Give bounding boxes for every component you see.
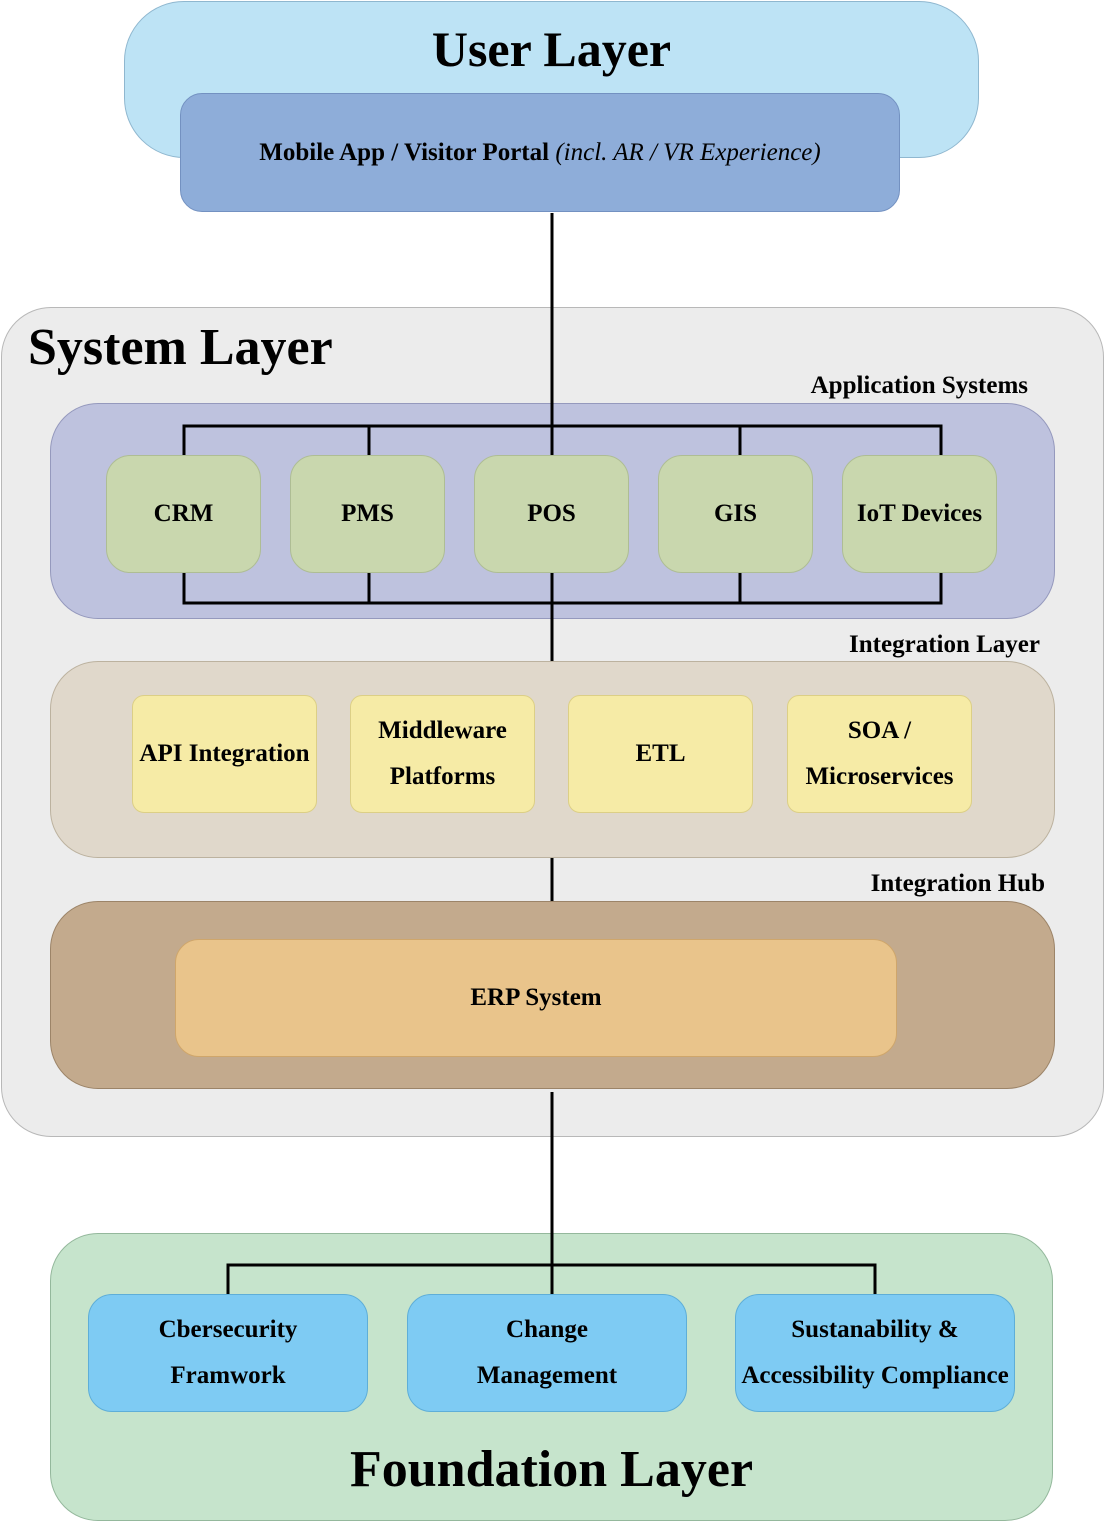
system-layer-title: System Layer [28, 319, 333, 376]
integration-box-api-line1: API Integration [139, 740, 310, 767]
app-box-pos: POS [474, 455, 629, 573]
portal-note-label: (incl. AR / VR Experience) [555, 138, 821, 166]
foundation-box-cybersecurity: Cbersecurity Framwork [88, 1294, 368, 1412]
integration-box-soa: SOA / Microservices [787, 695, 972, 813]
foundation-box-sustainability-line1: Sustanability & [791, 1316, 959, 1343]
foundation-box-change-management: Change Management [407, 1294, 687, 1412]
foundation-layer-title: Foundation Layer [349, 1440, 754, 1498]
foundation-box-change-management-line2: Management [476, 1362, 618, 1389]
integration-box-middleware-line1: Middleware [378, 717, 507, 744]
app-box-iot-devices: IoT Devices [842, 455, 997, 573]
portal-main-label: Mobile App / Visitor Portal [259, 138, 550, 166]
integration-box-soa-line1: SOA / [847, 717, 912, 744]
app-box-gis: GIS [658, 455, 813, 573]
app-box-crm: CRM [106, 455, 261, 573]
app-box-pms: PMS [290, 455, 445, 573]
foundation-box-sustainability: Sustanability & Accessibility Compliance [735, 1294, 1015, 1412]
application-systems-label: Application Systems [810, 372, 1028, 399]
erp-system-box: ERP System [175, 939, 897, 1057]
visitor-portal-box: Mobile App / Visitor Portal (incl. AR / … [180, 93, 900, 212]
foundation-box-sustainability-line2: Accessibility Compliance [741, 1362, 1009, 1389]
integration-box-middleware-line2: Platforms [389, 763, 496, 790]
integration-box-middleware: Middleware Platforms [350, 695, 535, 813]
user-layer-title: User Layer [431, 21, 672, 77]
integration-box-etl-line1: ETL [635, 740, 686, 767]
integration-hub-label: Integration Hub [870, 870, 1045, 897]
integration-box-api: API Integration [132, 695, 317, 813]
foundation-box-cybersecurity-line2: Framwork [170, 1362, 286, 1389]
integration-box-etl: ETL [568, 695, 753, 813]
integration-box-soa-line2: Microservices [805, 763, 954, 790]
integration-layer-label: Integration Layer [849, 631, 1040, 658]
foundation-box-change-management-line1: Change [506, 1316, 588, 1343]
foundation-box-cybersecurity-line1: Cbersecurity [158, 1316, 298, 1343]
